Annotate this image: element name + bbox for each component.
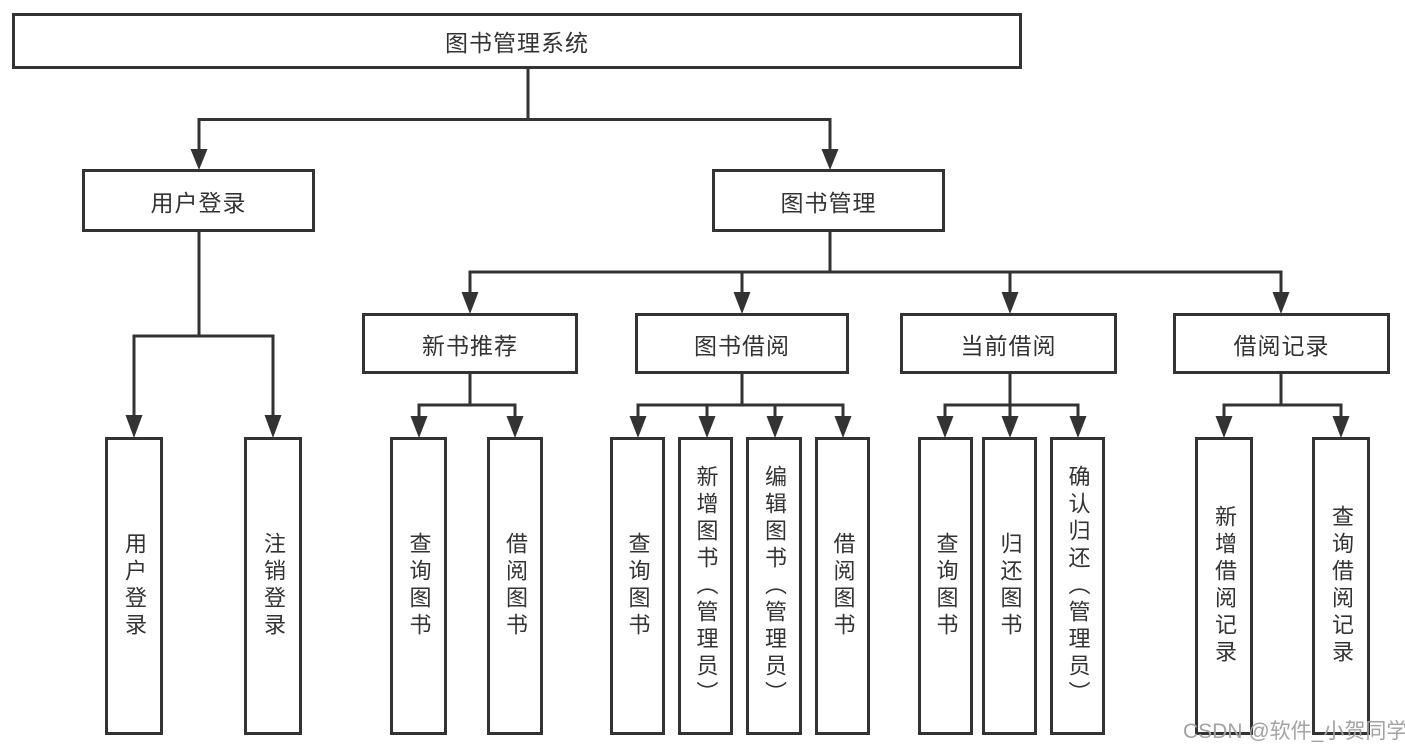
- leaf-query-borrow-record: 查询借阅记录: [1312, 437, 1370, 735]
- leaf-user-login-label: 用户登录: [122, 532, 147, 640]
- leaf-add-borrow-record-label: 新增借阅记录: [1212, 505, 1237, 667]
- leaf-query-borrow-record-label: 查询借阅记录: [1329, 505, 1354, 667]
- node-root-system: 图书管理系统: [12, 13, 1022, 69]
- leaf-return-books-label: 归还图书: [997, 532, 1023, 640]
- node-book-borrowing: 图书借阅: [635, 313, 849, 374]
- leaf-query-books-borrowing-label: 查询图书: [625, 532, 651, 640]
- leaf-confirm-return-admin: 确认归还（管理员）: [1050, 437, 1105, 735]
- leaf-query-books-current: 查询图书: [918, 437, 973, 735]
- leaf-edit-books-admin: 编辑图书（管理员）: [746, 437, 802, 735]
- node-borrowing-records: 借阅记录: [1173, 313, 1390, 374]
- leaf-logout-label: 注销登录: [261, 532, 286, 640]
- leaf-borrow-books-label: 借阅图书: [830, 532, 856, 640]
- leaf-user-login: 用户登录: [105, 437, 163, 735]
- leaf-query-books-current-label: 查询图书: [933, 532, 959, 640]
- node-user-login: 用户登录: [82, 169, 315, 232]
- leaf-borrow-books-recommend-label: 借阅图书: [503, 532, 528, 640]
- node-book-management: 图书管理: [712, 169, 945, 232]
- leaf-query-books-recommend: 查询图书: [390, 437, 447, 735]
- leaf-edit-books-admin-label: 编辑图书（管理员）: [762, 464, 787, 708]
- leaf-borrow-books: 借阅图书: [815, 437, 870, 735]
- leaf-add-borrow-record: 新增借阅记录: [1195, 437, 1253, 735]
- leaf-add-books-admin: 新增图书（管理员）: [678, 437, 733, 735]
- leaf-confirm-return-admin-label: 确认归还（管理员）: [1065, 464, 1091, 708]
- node-new-book-recommend: 新书推荐: [362, 313, 578, 374]
- leaf-return-books: 归还图书: [982, 437, 1037, 735]
- leaf-query-books-recommend-label: 查询图书: [406, 532, 432, 640]
- watermark: CSDN @软件_小贺同学: [1183, 720, 1405, 743]
- leaf-logout: 注销登录: [244, 437, 302, 735]
- leaf-query-books-borrowing: 查询图书: [610, 437, 665, 735]
- node-current-borrowing: 当前借阅: [900, 313, 1117, 374]
- leaf-borrow-books-recommend: 借阅图书: [487, 437, 543, 735]
- leaf-add-books-admin-label: 新增图书（管理员）: [693, 464, 719, 708]
